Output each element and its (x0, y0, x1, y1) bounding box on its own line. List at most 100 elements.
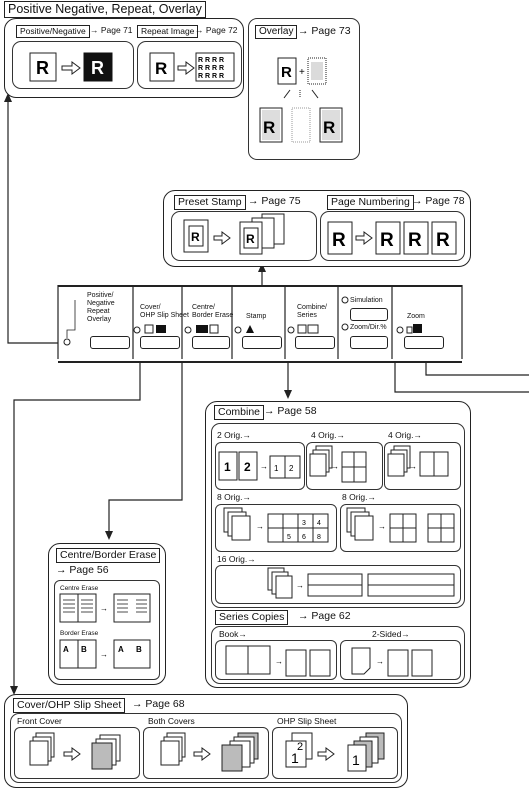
svg-text:R: R (246, 232, 255, 246)
svg-text:R: R (36, 58, 49, 78)
both-covers-label: Both Covers (148, 716, 195, 726)
border-erase-b: B (81, 645, 87, 654)
repeat-image-label: Repeat Image (137, 25, 199, 38)
svg-text:→: → (296, 581, 304, 590)
svg-text:R: R (281, 64, 292, 81)
two-sided-label: 2-Sided→ (372, 629, 410, 639)
preset-stamp-page-ref: → Page 75 (248, 195, 301, 207)
centre-erase-label-2: Border Erase (192, 312, 234, 319)
border-erase-a: A (63, 645, 69, 654)
svg-text:R: R (380, 230, 394, 251)
combine-page-ref: → Page 58 (264, 405, 317, 417)
page-numbering-label: Page Numbering (327, 195, 414, 210)
combine-8-num-3: 3 (302, 520, 306, 527)
positive-negative-repeat-overlay-button[interactable] (90, 336, 130, 349)
combine-8-num-5: 5 (287, 534, 291, 541)
svg-text:+: + (299, 67, 305, 78)
svg-text:R: R (332, 230, 346, 251)
series-copies-page-ref: → Page 62 (298, 610, 351, 622)
centre-erase-label: Centre Erase (60, 585, 99, 592)
combine-series-label-1: Combine/ (297, 304, 327, 311)
svg-text:→: → (409, 462, 417, 471)
svg-text:R: R (263, 118, 275, 137)
combine-8-num-6: 6 (302, 534, 306, 541)
control-panel (58, 285, 462, 363)
cover-slip-sheet-button[interactable] (140, 336, 180, 349)
combine-16-orig-label: 16 Orig.→ (217, 554, 256, 564)
svg-text:R: R (155, 59, 167, 78)
border-erase-b-out: B (136, 645, 142, 654)
combine-series-label-2: Series (297, 312, 317, 319)
group1-label-3: Repeat (87, 308, 110, 315)
svg-text:→: → (331, 462, 339, 471)
svg-text:→: → (378, 522, 386, 531)
svg-text:R R R R: R R R R (198, 65, 224, 72)
series-copies-label: Series Copies (215, 610, 289, 625)
svg-text:R: R (191, 230, 200, 244)
front-cover-label: Front Cover (17, 716, 62, 726)
combine-8-orig-label-a: 8 Orig.→ (217, 492, 252, 502)
combine-series-button[interactable] (295, 336, 335, 349)
stamp-label: Stamp (246, 313, 267, 320)
zoom-dir-button[interactable] (350, 336, 388, 349)
group1-label-2: Negative (87, 300, 115, 307)
svg-text:R: R (323, 118, 335, 137)
positive-negative-label: Positive/Negative (16, 25, 90, 38)
combine-2-num-1: 1 (224, 460, 231, 474)
svg-text:→: → (256, 522, 264, 531)
svg-text:R R R R: R R R R (198, 57, 224, 64)
combine-8-orig-label-b: 8 Orig.→ (342, 492, 377, 502)
cover-slip-sheet-label: Cover/OHP Slip Sheet (13, 698, 126, 713)
svg-text:→: → (376, 657, 384, 666)
combine-label: Combine (214, 405, 265, 420)
combine-2-num-2: 2 (244, 460, 251, 474)
centre-border-erase-label: Centre/Border Erase (56, 548, 161, 563)
combine-2-out-2: 2 (289, 464, 294, 473)
cover-slip-sheet-page-ref: → Page 68 (132, 698, 185, 710)
combine-2-orig-label: 2 Orig.→ (217, 430, 252, 440)
svg-text:R R R R: R R R R (198, 73, 224, 80)
svg-text:→: → (100, 650, 108, 659)
simulation-label: Simulation (350, 297, 383, 304)
group1-label-4: Overlay (87, 316, 112, 323)
page-numbering-page-ref: → Page 78 (412, 195, 465, 207)
border-erase-label: Border Erase (60, 630, 99, 637)
cover-slip-label-1: Cover/ (140, 304, 161, 311)
centre-border-erase-page-ref: → Page 56 (56, 564, 109, 576)
ohp-slip-sheet-label: OHP Slip Sheet (277, 716, 337, 726)
svg-text:R: R (408, 230, 422, 251)
combine-4-orig-label-a: 4 Orig.→ (311, 430, 346, 440)
border-erase-a-out: A (118, 645, 124, 654)
combine-2-out-1: 1 (274, 464, 279, 473)
ohp-page-num-2: 2 (297, 741, 303, 753)
zoom-dir-label: Zoom/Dir.% (350, 324, 387, 331)
section-title-positive-negative: Positive Negative, Repeat, Overlay (4, 1, 206, 18)
group1-label-1: Positive/ (87, 292, 114, 299)
combine-4-orig-label-b: 4 Orig.→ (388, 430, 423, 440)
zoom-button[interactable] (404, 336, 444, 349)
ohp-out-num-1: 1 (352, 752, 360, 768)
combine-8-num-4: 4 (317, 520, 321, 527)
svg-text:→: → (260, 462, 268, 471)
svg-text:R: R (91, 58, 104, 78)
stamp-button[interactable] (242, 336, 282, 349)
simulation-button[interactable] (350, 308, 388, 321)
preset-stamp-label: Preset Stamp (174, 195, 246, 210)
combine-8-num-8: 8 (317, 534, 321, 541)
ohp-page-num-1: 1 (291, 750, 299, 766)
cover-slip-label-2: OHP Slip Sheet (140, 312, 189, 319)
repeat-image-page-ref: → Page 72 (195, 25, 238, 35)
centre-border-erase-button[interactable] (192, 336, 230, 349)
overlay-page-ref: → Page 73 (298, 25, 351, 37)
zoom-label: Zoom (407, 313, 425, 320)
book-label: Book→ (219, 629, 247, 639)
svg-text:→: → (100, 604, 108, 613)
svg-text:→: → (275, 657, 283, 666)
overlay-label: Overlay (255, 25, 298, 39)
